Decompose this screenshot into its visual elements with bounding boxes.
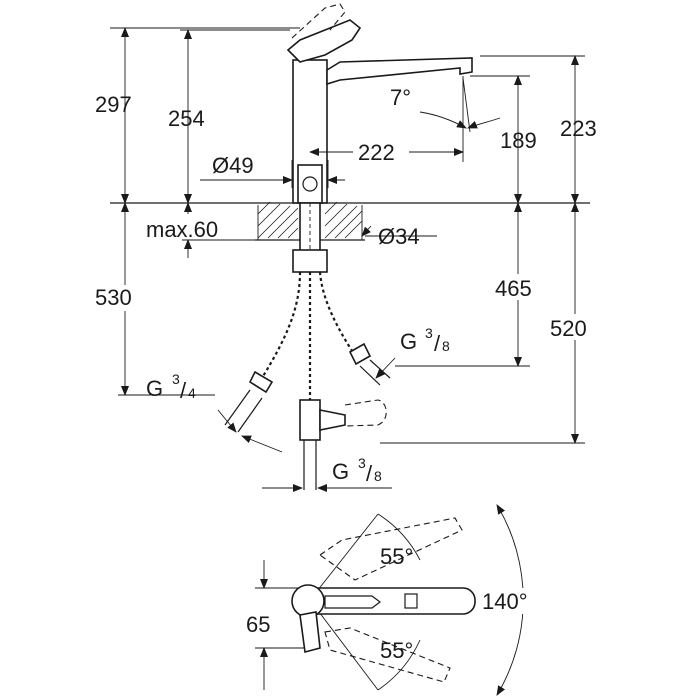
- dim-520: 520: [550, 316, 587, 341]
- lever-handle: [286, 19, 362, 63]
- faucet-base: [297, 164, 323, 204]
- hose-left: [261, 271, 302, 379]
- svg-text:/: /: [434, 331, 441, 356]
- hose-branch: [319, 409, 346, 431]
- svg-text:/: /: [366, 461, 373, 486]
- hoses: [248, 271, 387, 441]
- hose-branch-dashed: [344, 399, 387, 427]
- spout-topview: [299, 587, 476, 615]
- dim-254: 254: [168, 106, 205, 131]
- svg-text:G: G: [332, 459, 349, 484]
- top-view: 65 55° 55° 140°: [246, 504, 550, 696]
- spout-aerator-recess: [324, 595, 381, 609]
- handle-topview: [299, 611, 321, 654]
- swivel-limit-bottom: [309, 599, 379, 691]
- dim-189: 189: [500, 128, 537, 153]
- dim-55-bottom: 55°: [380, 638, 413, 663]
- lever-open-position: [291, 3, 346, 39]
- inlet-pipe-left: [224, 389, 263, 433]
- svg-text:/: /: [180, 378, 187, 403]
- dim-o34: Ø34: [378, 224, 420, 249]
- dim-o49: Ø49: [212, 153, 254, 178]
- dim-arc-55-top: [377, 513, 421, 561]
- dim-140: 140°: [482, 589, 528, 614]
- spout: [326, 57, 473, 86]
- svg-text:3: 3: [425, 325, 433, 341]
- dim-223: 223: [560, 116, 597, 141]
- faucet-body: [286, 3, 473, 273]
- svg-text:G: G: [400, 329, 417, 354]
- svg-text:8: 8: [442, 338, 450, 354]
- svg-text:4: 4: [188, 385, 196, 401]
- dim-7deg: 7°: [390, 85, 411, 110]
- thread-g38-right: G 3 / 8: [375, 325, 450, 379]
- inlet-pipe-right: [359, 359, 391, 386]
- dim-arc-55-bottom: [377, 639, 421, 691]
- thread-g38-bottom: G 3 / 8: [262, 455, 392, 492]
- dim-line-7deg: [419, 111, 467, 129]
- spout-ghost-bottom: [324, 627, 451, 683]
- svg-text:3: 3: [358, 455, 366, 471]
- side-view: 297 254 223 189 222 7° Ø49 max.60: [95, 3, 604, 492]
- hose-left-fitting: [248, 370, 274, 394]
- dim-297: 297: [95, 92, 132, 117]
- body-topview: [291, 584, 325, 618]
- swivel-limit-top: [309, 513, 379, 601]
- base-circle: [302, 176, 318, 192]
- dim-max60: max.60: [146, 217, 218, 242]
- hose-right: [318, 271, 359, 361]
- svg-text:8: 8: [374, 468, 382, 484]
- dim-465: 465: [495, 276, 532, 301]
- dim-222: 222: [358, 140, 395, 165]
- dim-55-top: 55°: [380, 544, 413, 569]
- svg-text:G: G: [146, 376, 163, 401]
- spout-ghost-top: [319, 517, 463, 581]
- spout-outlet-mark: [404, 593, 418, 609]
- inlet-pipe-bottom: [303, 440, 317, 490]
- thread-g34-left: G 3 / 4: [146, 371, 283, 453]
- hose-middle-fitting: [299, 399, 321, 441]
- dim-530: 530: [95, 285, 132, 310]
- hose-right-fitting: [348, 342, 372, 366]
- mounting-nut: [292, 249, 328, 273]
- deck-hatching: [257, 201, 363, 240]
- dim-65: 65: [246, 612, 270, 637]
- svg-text:3: 3: [172, 371, 180, 387]
